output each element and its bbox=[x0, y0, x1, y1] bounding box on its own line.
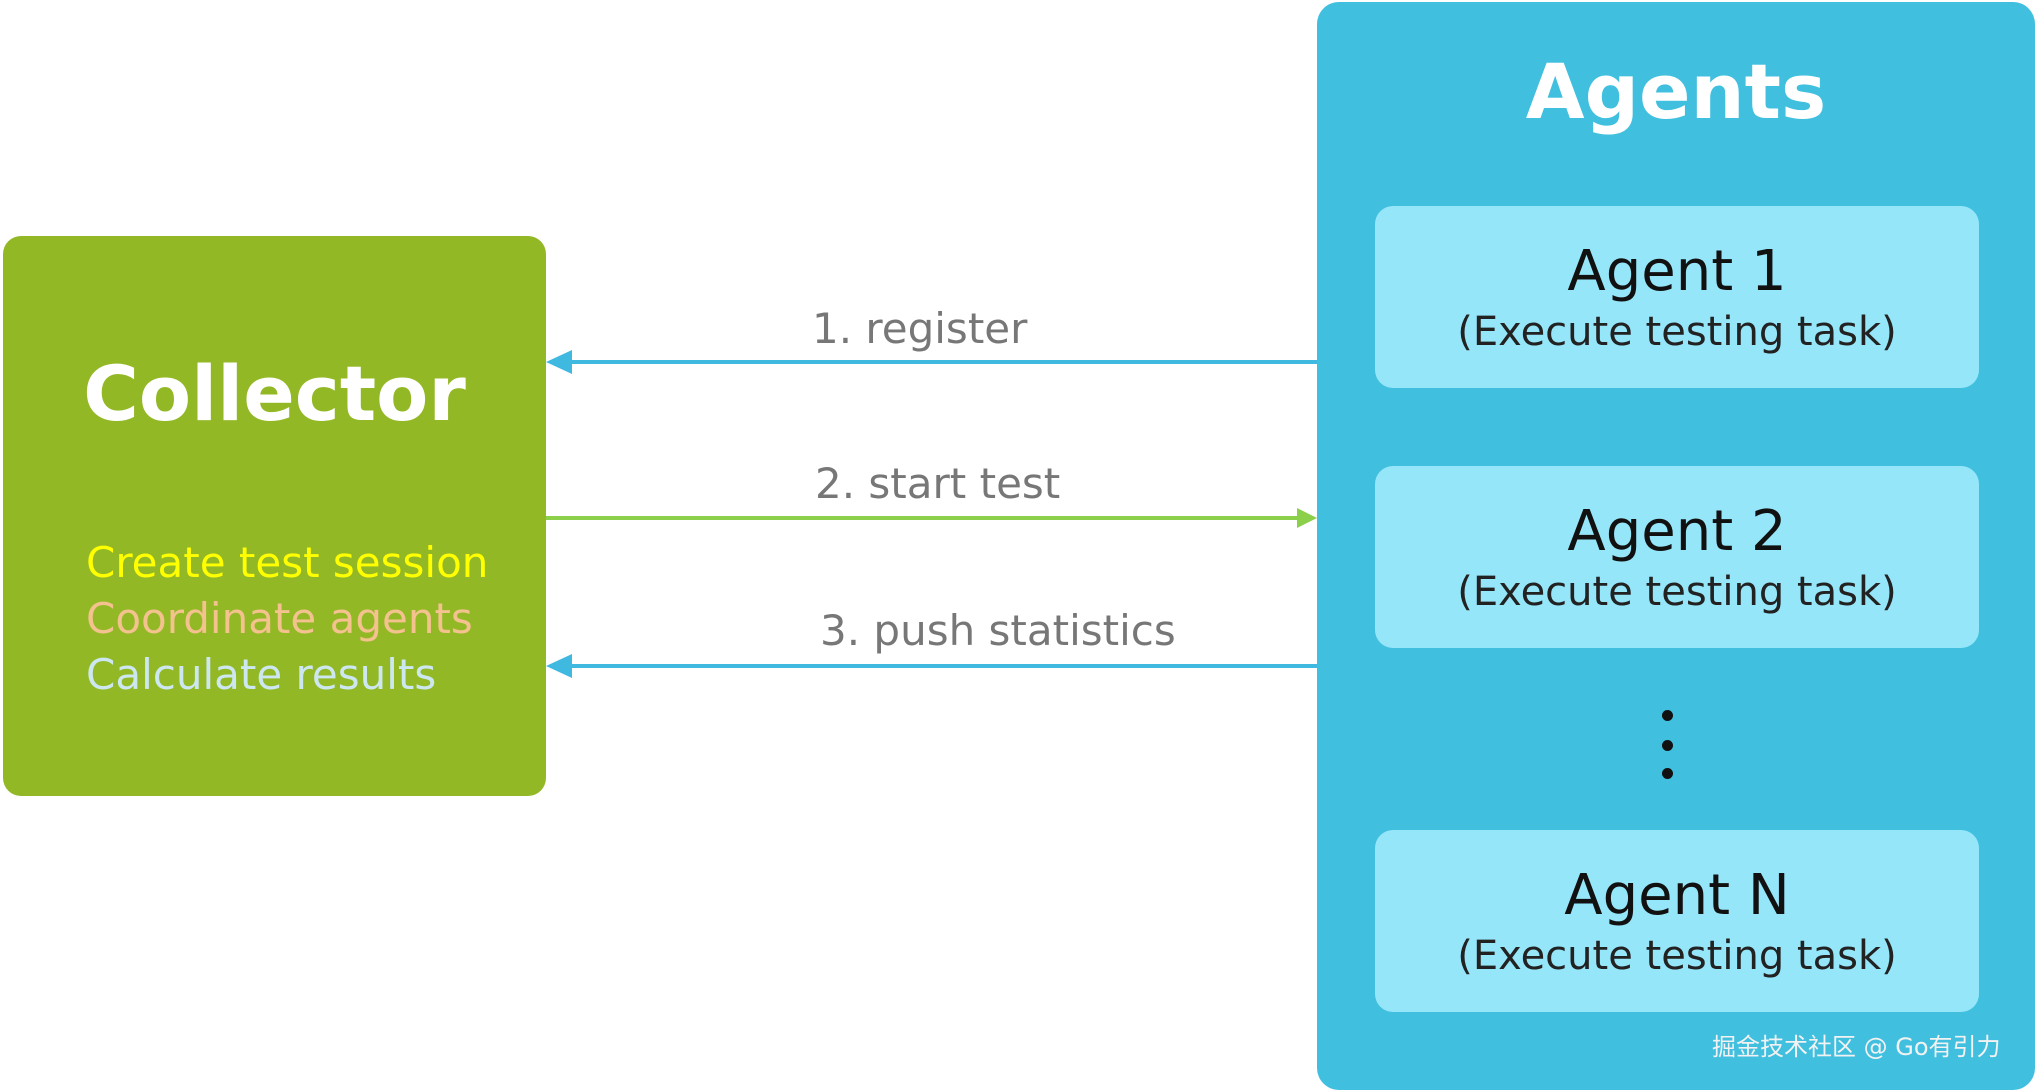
agent-box-2: Agent 2 (Execute testing task) bbox=[1375, 466, 1979, 648]
push-statistics-label: 3. push statistics bbox=[820, 606, 1176, 655]
agent-name: Agent N bbox=[1564, 863, 1790, 928]
collector-responsibility-coordinate-agents: Coordinate agents bbox=[86, 594, 473, 643]
collector-box: Collector Create test session Coordinate… bbox=[3, 236, 546, 796]
vertical-ellipsis-icon bbox=[1657, 710, 1677, 780]
push-statistics-arrow bbox=[546, 654, 1317, 678]
agent-box-n: Agent N (Execute testing task) bbox=[1375, 830, 1979, 1012]
start-test-arrow bbox=[546, 508, 1317, 528]
agent-name: Agent 2 bbox=[1567, 499, 1787, 564]
register-arrow bbox=[546, 350, 1317, 374]
agent-task: (Execute testing task) bbox=[1457, 309, 1897, 355]
agent-box-1: Agent 1 (Execute testing task) bbox=[1375, 206, 1979, 388]
agent-task: (Execute testing task) bbox=[1457, 933, 1897, 979]
agents-panel: Agents Agent 1 (Execute testing task) Ag… bbox=[1317, 2, 2035, 1090]
collector-responsibility-calculate-results: Calculate results bbox=[86, 650, 437, 699]
agent-task: (Execute testing task) bbox=[1457, 569, 1897, 615]
start-test-label: 2. start test bbox=[815, 459, 1061, 508]
collector-title: Collector bbox=[83, 349, 466, 438]
register-label: 1. register bbox=[812, 304, 1028, 353]
collector-responsibility-create-session: Create test session bbox=[86, 538, 489, 587]
agents-title: Agents bbox=[1525, 47, 1827, 136]
agent-name: Agent 1 bbox=[1567, 239, 1787, 304]
watermark: 掘金技术社区 @ Go有引力 bbox=[1712, 1033, 2001, 1061]
